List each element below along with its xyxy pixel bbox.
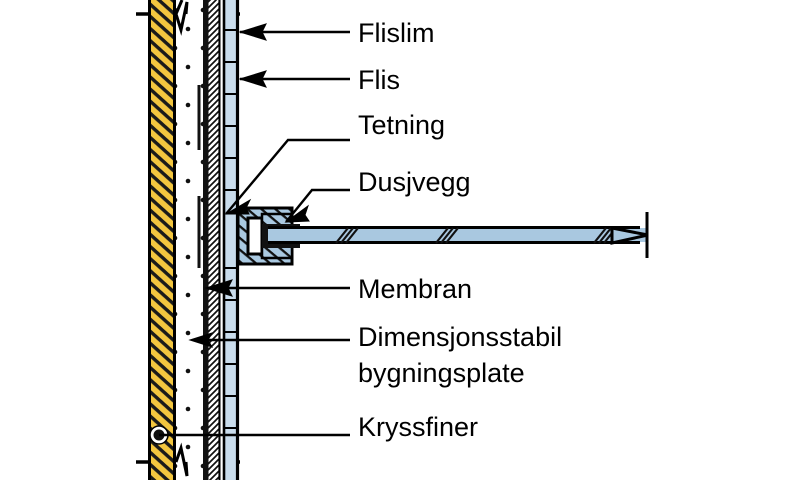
layer-bygningsplate — [208, 0, 219, 480]
layer-membran — [203, 0, 209, 480]
leader-flislim-arrow — [238, 23, 267, 41]
leader-dusjvegg-arrow — [284, 204, 310, 223]
label-flislim: Flislim — [358, 18, 435, 48]
label-dusjvegg: Dusjvegg — [358, 167, 471, 197]
break-mark-top — [174, 1, 189, 36]
profile-inner-void — [246, 216, 264, 256]
leader-lines — [159, 23, 350, 437]
layer-kryssfiner — [148, 0, 176, 480]
glass-break-marks — [335, 227, 617, 244]
label-membran: Membran — [358, 274, 473, 304]
label-flis: Flis — [358, 65, 400, 95]
tile-joints — [224, 29, 238, 429]
leader-dusjvegg-line — [285, 188, 350, 223]
layer-flis — [223, 0, 239, 480]
label-bygningsplate-line2: bygningsplate — [358, 358, 525, 388]
glass-panel — [268, 228, 648, 242]
leader-flis-arrow — [238, 70, 267, 88]
break-top-a — [174, 0, 184, 15]
panel-end-break — [610, 226, 649, 245]
label-kryssfiner: Kryssfiner — [358, 412, 479, 442]
leader-plate-arrow — [188, 332, 214, 348]
shower-wall-assembly — [236, 206, 649, 266]
layer-flislim — [220, 0, 224, 480]
leader-tetning-arrow — [224, 198, 252, 215]
label-bygningsplate-line1: Dimensjonsstabil — [358, 322, 563, 352]
leader-membran-arrow — [204, 279, 233, 297]
wall-assembly — [136, 0, 240, 480]
leader-tetning-line — [225, 138, 350, 215]
break-mark-bottom — [174, 442, 189, 477]
label-tetning: Tetning — [358, 110, 446, 140]
